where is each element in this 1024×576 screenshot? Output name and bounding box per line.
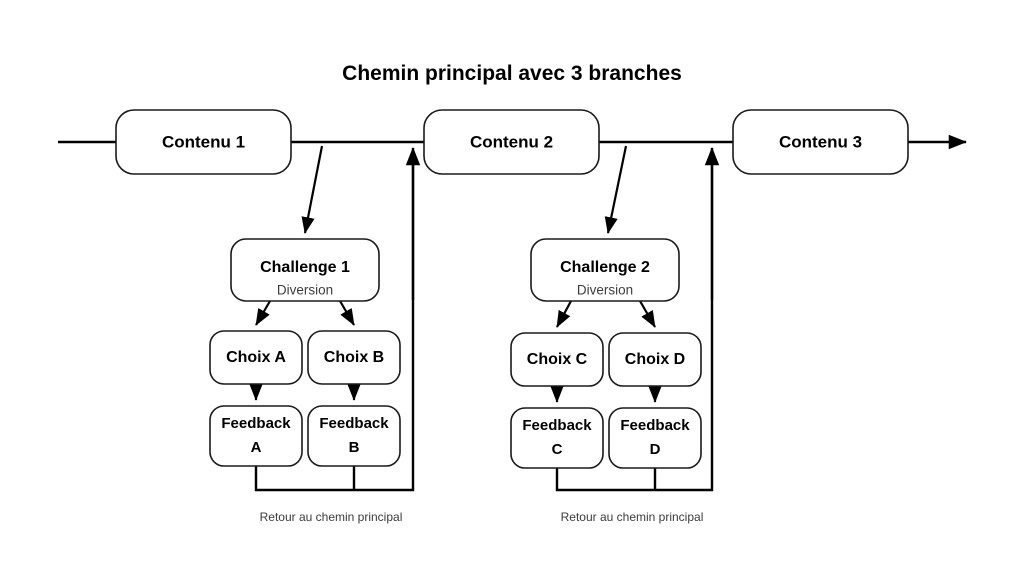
node-choix-d[interactable]: Choix D [608, 332, 702, 387]
node-feedback-c-box[interactable] [510, 407, 604, 469]
edge-challenge1-to-choixb [339, 300, 355, 326]
page-title: Chemin principal avec 3 branches [342, 62, 682, 85]
node-contenu-1-box[interactable] [115, 109, 292, 175]
node-contenu-3[interactable]: Contenu 3 [732, 109, 909, 175]
node-choix-a[interactable]: Choix A [209, 330, 303, 385]
node-feedback-d-label-line2: D [650, 441, 661, 458]
edge-challenge1-to-choixa [255, 300, 271, 326]
node-choix-d-label: Choix D [625, 351, 685, 368]
node-choix-b[interactable]: Choix B [307, 330, 401, 385]
branch-2-edges: Retour au chemin principal [550, 145, 720, 524]
branch-1-return-caption: Retour au chemin principal [260, 510, 403, 524]
node-contenu-2-label: Contenu 2 [470, 132, 553, 151]
node-feedback-d-box[interactable] [608, 407, 702, 469]
node-feedback-c-label-line1: Feedback [522, 417, 592, 434]
branch-1-edges: Retour au chemin principal [249, 145, 421, 524]
node-feedback-c[interactable]: Feedback C [510, 407, 604, 469]
edge-challenge2-to-choixd [639, 300, 656, 328]
edge-contenu2-to-challenge2 [604, 145, 628, 234]
node-challenge-2[interactable]: Challenge 2 Diversion [530, 238, 680, 302]
edge-challenge2-to-choixc [556, 300, 572, 328]
node-contenu-2-box[interactable] [423, 109, 600, 175]
node-challenge-1-sublabel: Diversion [277, 283, 333, 298]
node-challenge-2-sublabel: Diversion [577, 283, 633, 298]
node-contenu-2[interactable]: Contenu 2 [423, 109, 600, 175]
node-choix-c-box[interactable] [510, 332, 604, 387]
node-contenu-1[interactable]: Contenu 1 [115, 109, 292, 175]
node-contenu-1-label: Contenu 1 [162, 132, 245, 151]
edge-contenu1-to-challenge1 [301, 145, 324, 234]
node-feedback-d[interactable]: Feedback D [608, 407, 702, 469]
node-choix-c-label: Choix C [527, 351, 588, 368]
node-choix-d-box[interactable] [608, 332, 702, 387]
node-challenge-1-box[interactable] [230, 238, 380, 302]
branch-2-return-caption: Retour au chemin principal [561, 510, 704, 524]
node-challenge-1-label: Challenge 1 [260, 259, 350, 276]
node-challenge-1[interactable]: Challenge 1 Diversion [230, 238, 380, 302]
node-feedback-b-box[interactable] [307, 405, 401, 467]
node-challenge-2-label: Challenge 2 [560, 259, 650, 276]
node-feedback-b-label-line2: B [349, 439, 360, 456]
node-feedback-c-label-line2: C [552, 441, 563, 458]
node-challenge-2-box[interactable] [530, 238, 680, 302]
node-feedback-a-label-line1: Feedback [221, 415, 291, 432]
edge-feedbackc-return [555, 150, 714, 492]
node-feedback-b[interactable]: Feedback B [307, 405, 401, 467]
node-feedback-a-label-line2: A [251, 439, 262, 456]
node-feedback-a[interactable]: Feedback A [209, 405, 303, 467]
node-contenu-3-label: Contenu 3 [779, 132, 862, 151]
node-choix-a-label: Choix A [226, 349, 286, 366]
node-feedback-a-box[interactable] [209, 405, 303, 467]
node-choix-c[interactable]: Choix C [510, 332, 604, 387]
node-feedback-d-label-line1: Feedback [620, 417, 690, 434]
edge-feedbacka-return [254, 150, 415, 492]
node-feedback-b-label-line1: Feedback [319, 415, 389, 432]
node-contenu-3-box[interactable] [732, 109, 909, 175]
node-choix-a-box[interactable] [209, 330, 303, 385]
node-choix-b-label: Choix B [324, 349, 384, 366]
node-choix-b-box[interactable] [307, 330, 401, 385]
